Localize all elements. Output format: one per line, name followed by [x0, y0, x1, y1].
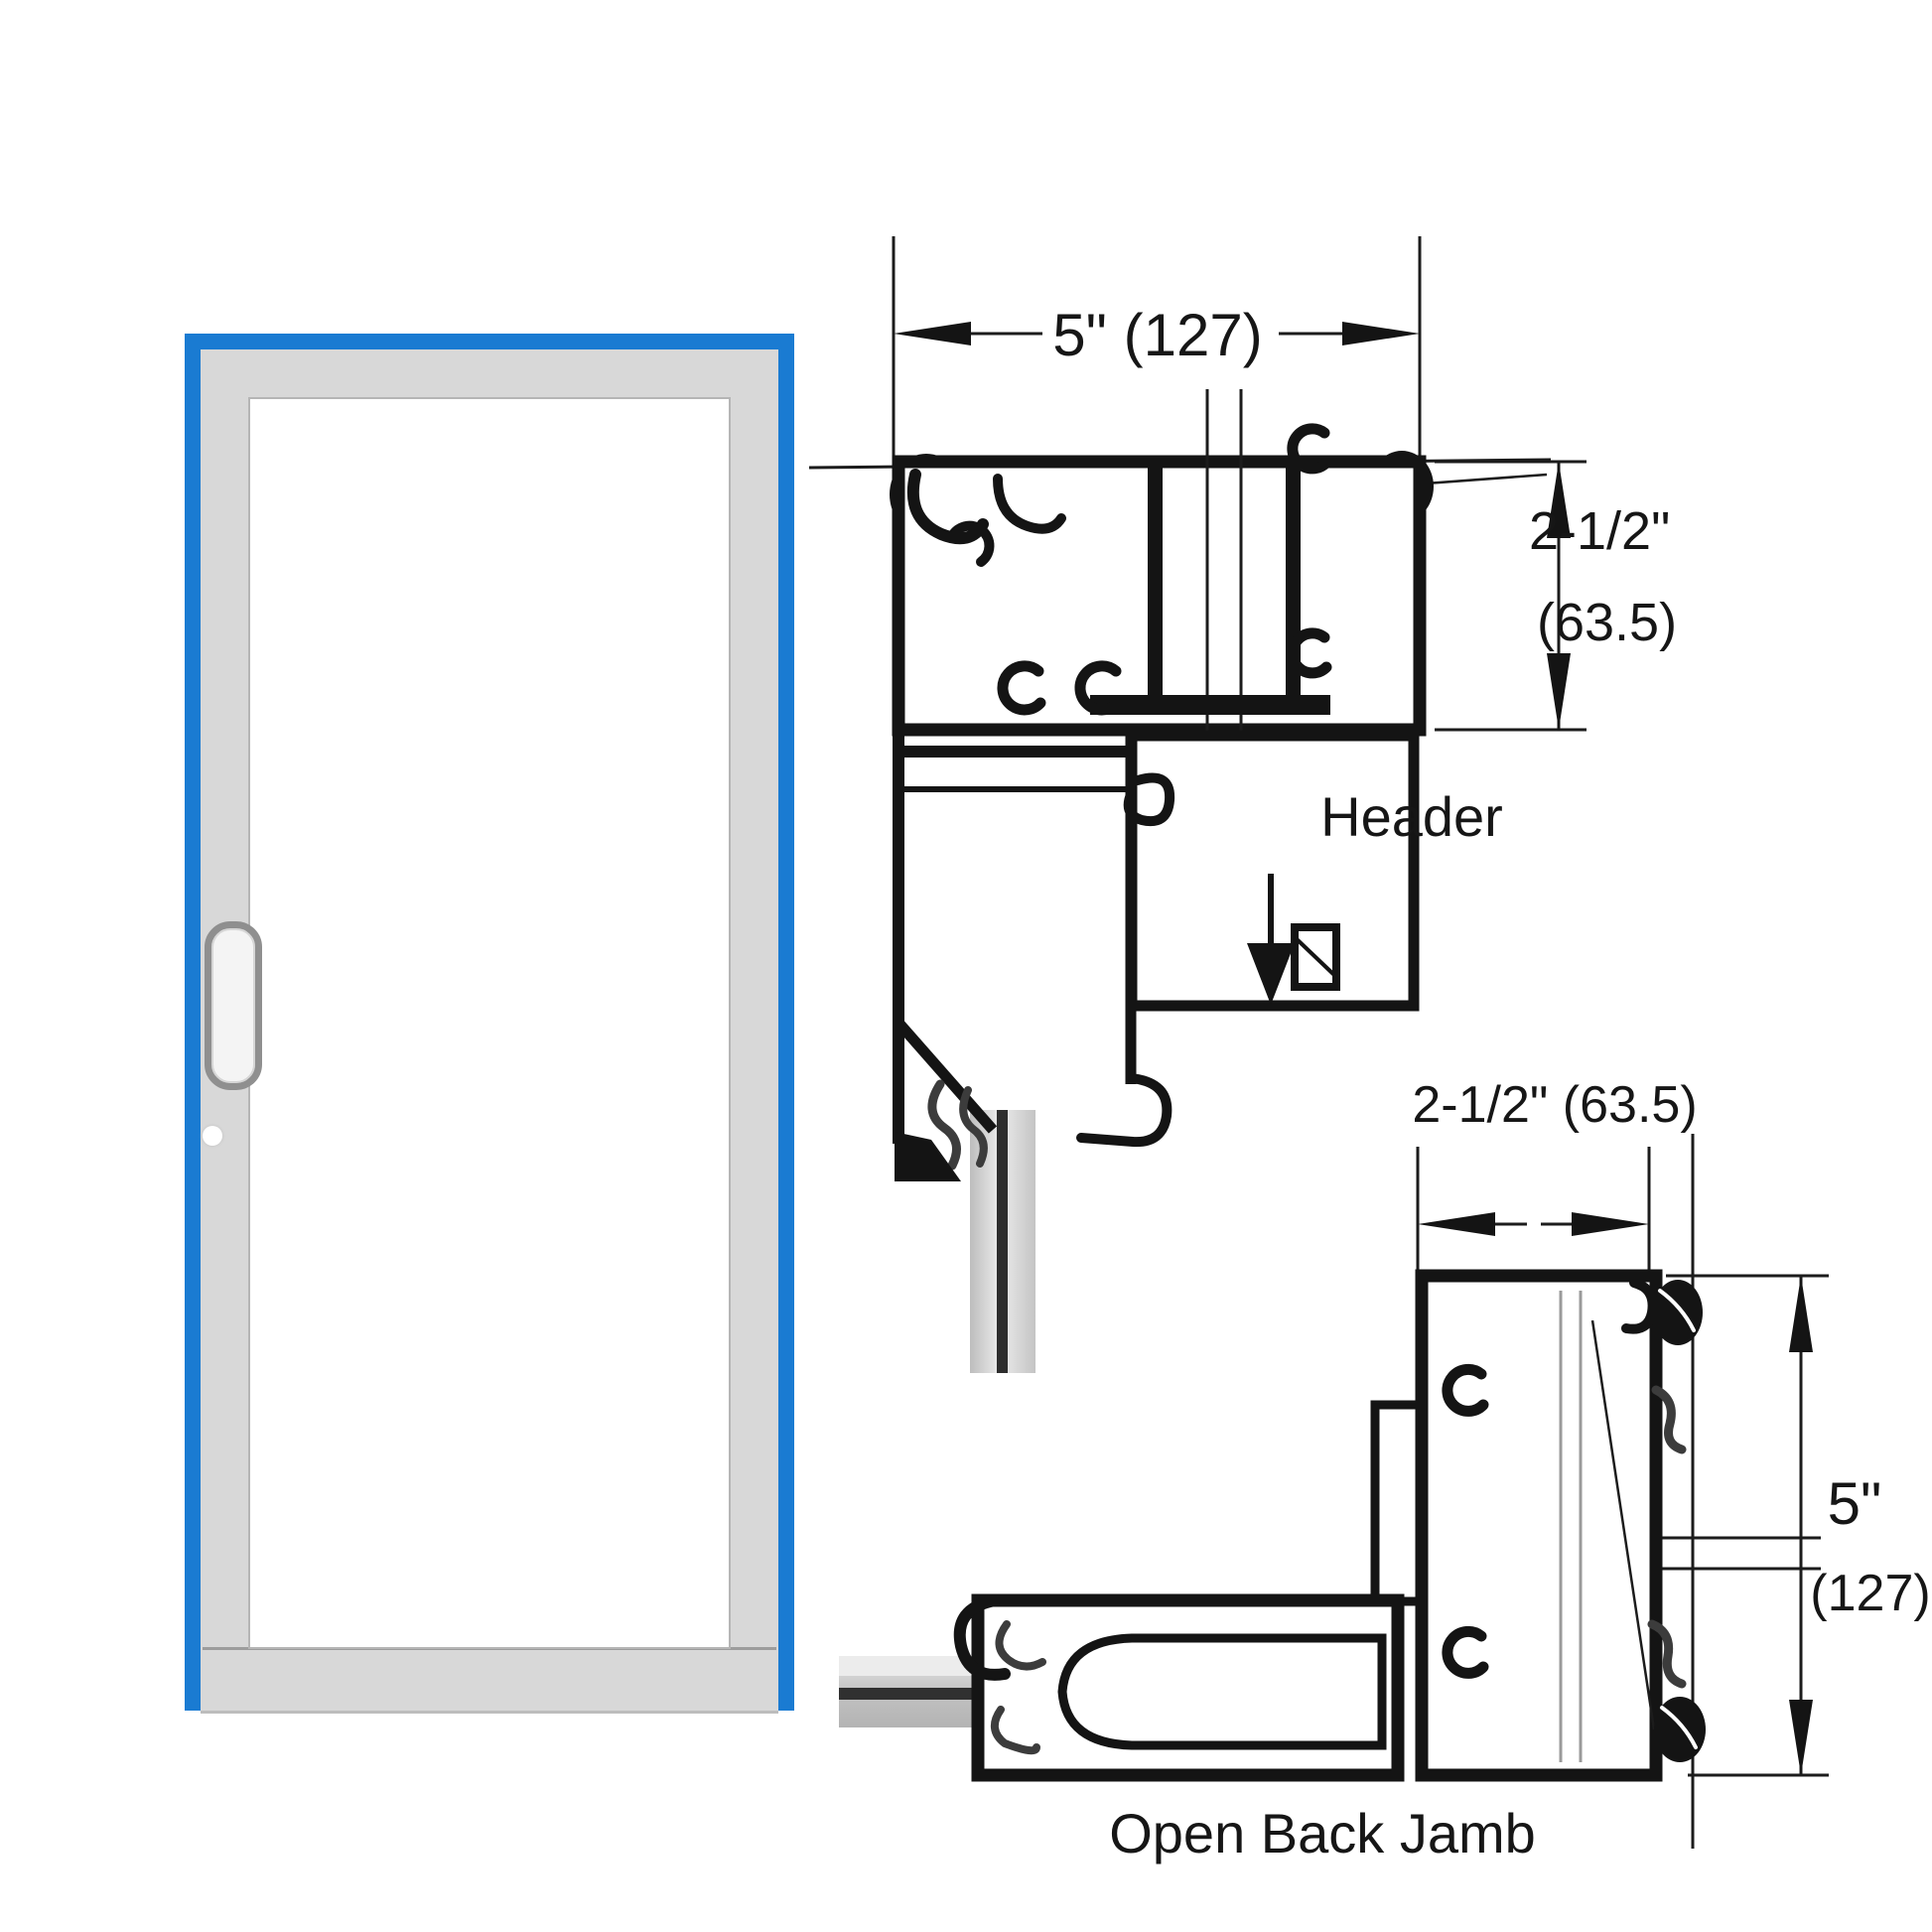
header-section-drawing: 5" (127) — [808, 236, 1677, 1373]
jamb-gasket-top — [1653, 1280, 1703, 1345]
door-frame-right-blue — [778, 334, 794, 1711]
dim-arrow-up-icon — [1547, 462, 1571, 538]
header-height-dimension: 2-1/2" (63.5) — [1435, 460, 1677, 732]
jamb-frame-tube — [1415, 1269, 1687, 1782]
door-frame-left-blue — [185, 334, 201, 1711]
dim-arrow-left-icon — [1418, 1212, 1495, 1236]
dim-arrow-up-icon — [1789, 1276, 1813, 1352]
header-glass-above-lines — [1205, 389, 1243, 735]
header-width-dimension: 5" (127) — [892, 236, 1422, 465]
door-glass-panel — [248, 397, 731, 1649]
header-jamb-leg — [893, 736, 1173, 1373]
header-glazing-channel — [1090, 465, 1330, 715]
header-width-label: 5" (127) — [1052, 302, 1262, 368]
jamb-height-label-inches: 5" — [1828, 1470, 1882, 1537]
header-interior-clips — [906, 423, 1332, 716]
door-lock-dot — [203, 1126, 222, 1146]
jamb-width-dimension: 2-1/2" (63.5) — [1412, 1076, 1698, 1312]
dim-arrow-down-icon — [1789, 1700, 1813, 1775]
open-back-jamb-drawing: 2-1/2" (63.5) — [839, 1076, 1931, 1864]
door-pull-handle — [205, 921, 262, 1090]
dim-arrow-right-icon — [1342, 322, 1420, 345]
dim-arrow-right-icon — [1572, 1212, 1649, 1236]
dim-arrow-left-icon — [894, 322, 971, 345]
jamb-gasket-bottom — [1654, 1697, 1706, 1762]
dim-arrow-down-icon — [1547, 653, 1571, 730]
jamb-width-label: 2-1/2" (63.5) — [1412, 1076, 1697, 1134]
jamb-height-label-mm: (127) — [1810, 1565, 1930, 1622]
door-frame-top-blue — [185, 334, 794, 350]
header-caption: Header — [1320, 785, 1503, 848]
header-door-top-rail — [1123, 730, 1420, 1012]
jamb-door-stile — [953, 1593, 1405, 1782]
section-arrow-down-icon — [1247, 943, 1295, 1005]
jamb-caption: Open Back Jamb — [1109, 1802, 1536, 1864]
header-height-label-mm: (63.5) — [1537, 593, 1677, 652]
jamb-height-dimension: 5" (127) — [1666, 1274, 1931, 1777]
header-height-label-inches: 2-1/2" — [1529, 501, 1670, 561]
